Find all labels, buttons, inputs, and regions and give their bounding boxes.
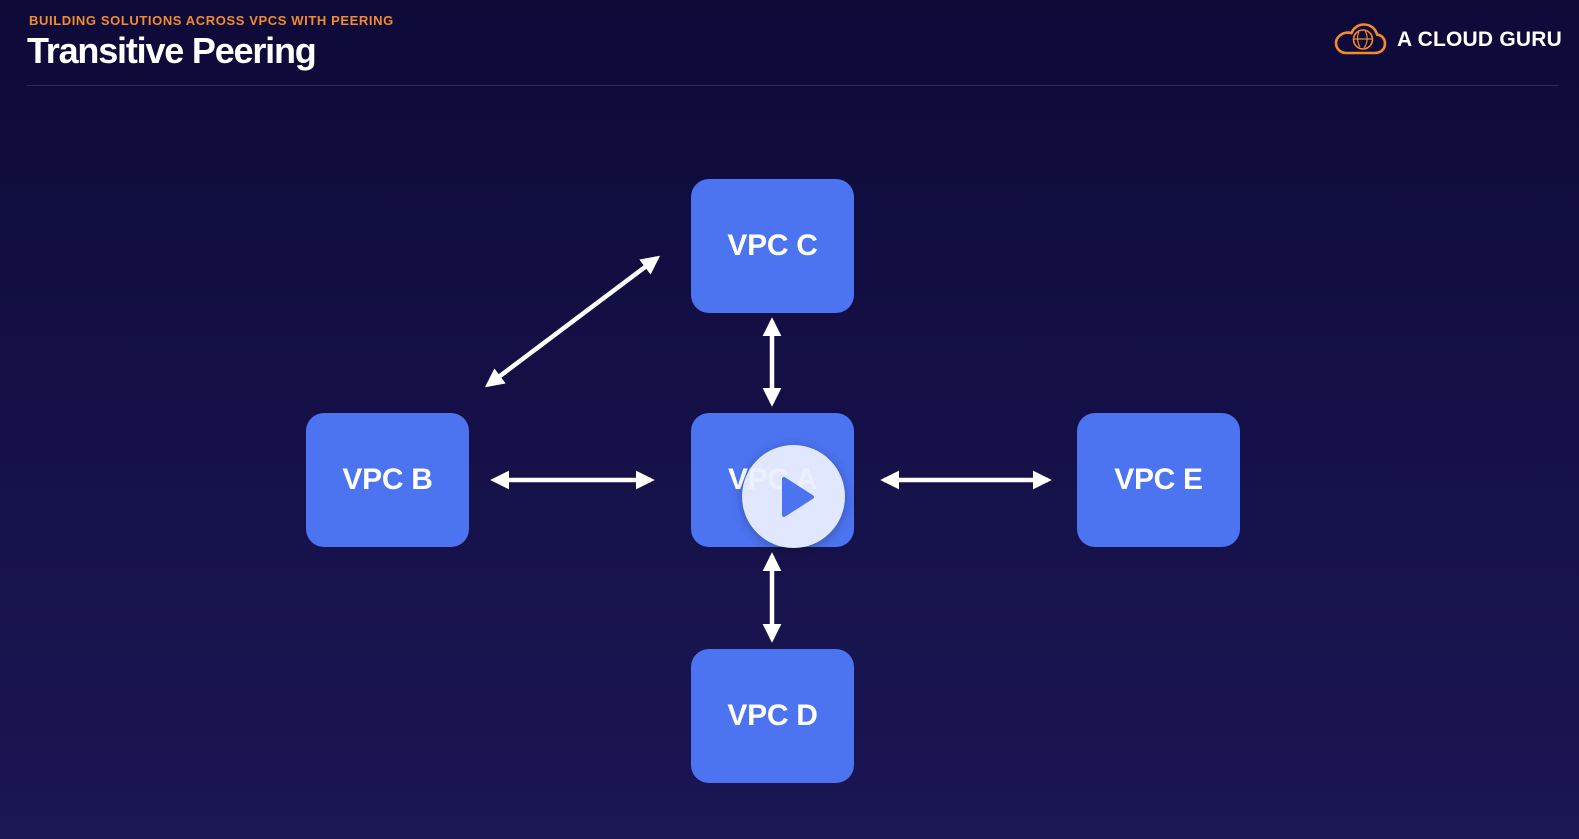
- vpc-d-label: VPC D: [727, 699, 818, 732]
- header-divider: [27, 85, 1559, 86]
- vpc-b-node: VPC B: [306, 413, 469, 547]
- cloud-logo-icon: [1334, 23, 1387, 55]
- brand-logo: A CLOUD GURU: [1333, 22, 1562, 58]
- section-subtitle: BUILDING SOLUTIONS ACROSS VPCS WITH PEER…: [29, 13, 394, 28]
- vpc-b-label: VPC B: [342, 463, 433, 496]
- vpc-e-label: VPC E: [1114, 463, 1203, 496]
- play-button[interactable]: [742, 445, 845, 548]
- brand-name: A CLOUD GURU: [1397, 28, 1562, 51]
- slide-header: BUILDING SOLUTIONS ACROSS VPCS WITH PEER…: [0, 0, 1579, 86]
- slide-title: Transitive Peering: [27, 30, 317, 71]
- vpc-e-node: VPC E: [1077, 413, 1240, 547]
- vpc-d-node: VPC D: [691, 649, 854, 783]
- arrow-vpc-b-vpc-c: [484, 255, 661, 388]
- play-icon: [782, 477, 814, 517]
- vpc-c-label: VPC C: [727, 229, 818, 262]
- vpc-c-node: VPC C: [691, 179, 854, 313]
